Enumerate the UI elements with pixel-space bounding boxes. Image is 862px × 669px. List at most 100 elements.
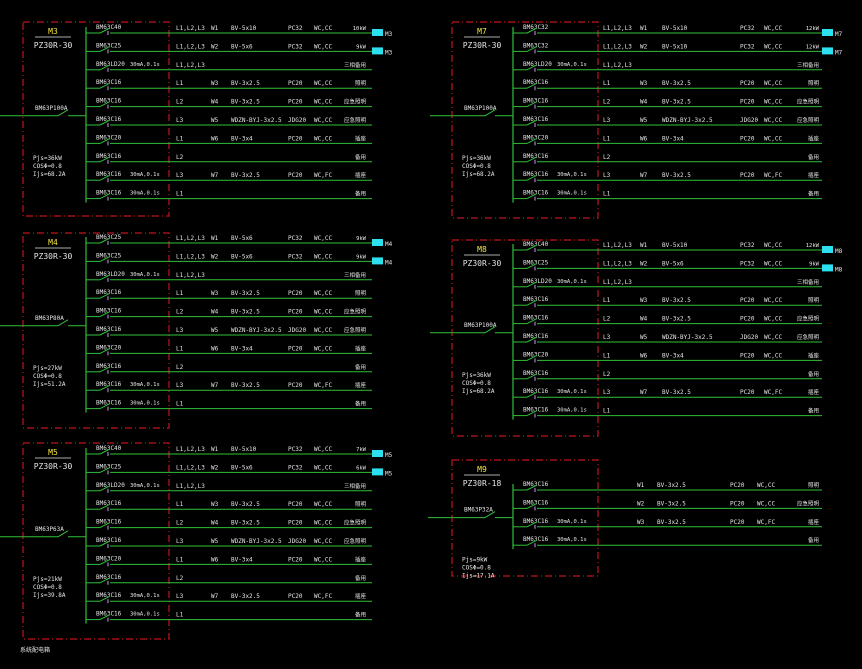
laying-label: WC,CC: [314, 501, 332, 508]
phase-label: L2: [176, 364, 184, 371]
breaker-switch: [99, 174, 111, 181]
phase-label: L1,L2,L3: [603, 279, 632, 286]
load-label: 插座: [808, 518, 820, 526]
calc-note: COSΦ=0.8: [33, 584, 62, 591]
laying-label: WC,CC: [764, 117, 782, 124]
breaker-label: BM63C16: [523, 333, 549, 340]
conduit-label: PC20: [288, 172, 303, 179]
cable-label: BV-3x4: [231, 345, 253, 352]
phase-label: L1: [176, 401, 184, 408]
load-label: 照明: [355, 290, 367, 297]
laying-label: WC,CC: [314, 309, 332, 316]
breaker-label: BM63C20: [96, 344, 122, 351]
main-switch: [484, 109, 496, 117]
laying-label: WC,CC: [764, 43, 782, 50]
rcd-label: 30mA,0.1s: [557, 62, 587, 68]
load-label: 三相备用: [344, 271, 366, 279]
wire-no-label: W2: [637, 500, 645, 507]
load-label: 应急照明: [797, 315, 820, 323]
load-label: 照明: [355, 501, 367, 508]
laying-label: WC,CC: [314, 99, 332, 106]
phase-label: L1,L2,L3: [603, 62, 632, 69]
breaker-label: BM63LD20: [523, 61, 552, 68]
cable-label: WDZN-BYJ-3x2.5: [231, 538, 282, 545]
panel-id: M4: [48, 238, 58, 247]
cable-label: BV-3x4: [662, 352, 684, 359]
breaker-label: BM63C25: [96, 234, 122, 241]
load-label: 应急照明: [344, 519, 367, 527]
wire-no-label: W4: [211, 520, 219, 527]
wire-no-label: W1: [211, 25, 219, 32]
load-label: 应急照明: [797, 499, 820, 507]
breaker-label: BM63C16: [96, 537, 122, 544]
rcd-label: 30mA,0.1s: [557, 172, 587, 178]
laying-label: WC,CC: [764, 242, 782, 249]
breaker-label: BM63C16: [523, 79, 549, 86]
calc-note: COSΦ=0.8: [462, 380, 491, 387]
breaker-switch: [99, 237, 111, 244]
breaker-switch: [99, 101, 111, 108]
breaker-label: BM63C40: [523, 241, 549, 248]
destination-tag: [372, 47, 383, 55]
conduit-label: PC20: [288, 556, 303, 563]
panel-m8: M8PZ30R-30BM63P100APjs=36kWCOSΦ=0.8Ijs=6…: [430, 239, 843, 437]
breaker-label: BM63C40: [96, 445, 122, 452]
cable-label: BV-5x10: [662, 25, 688, 32]
phase-label: L1,L2,L3: [176, 483, 205, 490]
breaker-switch: [526, 244, 538, 251]
load-label: 照明: [808, 80, 820, 87]
cable-label: BV-3x2.5: [662, 99, 691, 106]
breaker-label: BM63C16: [96, 363, 122, 370]
cable-label: BV-3x2.5: [231, 99, 260, 106]
breaker-switch: [526, 539, 538, 546]
conduit-label: PC32: [740, 43, 755, 50]
conduit-label: PC20: [740, 135, 755, 142]
breaker-label: BM63LD20: [96, 482, 125, 489]
cable-label: BV-3x2.5: [231, 80, 260, 87]
phase-label: L3: [176, 117, 184, 124]
breaker-switch: [99, 448, 111, 455]
laying-label: WC,CC: [764, 316, 782, 323]
breaker-label: BM63C16: [523, 370, 549, 377]
load-label: 三相备用: [797, 61, 819, 69]
cable-label: BV-3x2.5: [231, 309, 260, 316]
breaker-label: BM63C16: [523, 296, 549, 303]
calc-note: Ijs=51.2A: [33, 381, 66, 388]
breaker-switch: [526, 354, 538, 361]
phase-label: L3: [176, 538, 184, 545]
footer-note: 系统配电箱: [20, 646, 50, 654]
load-label: 插座: [355, 381, 367, 389]
conduit-label: PC20: [288, 135, 303, 142]
phase-label: L1: [603, 80, 611, 87]
wire-no-label: W6: [640, 352, 648, 359]
wire-no-label: W6: [211, 345, 219, 352]
phase-label: L2: [176, 575, 184, 582]
wire-no-label: W4: [640, 316, 648, 323]
cable-label: BV-3x2.5: [662, 316, 691, 323]
load-label: 插座: [808, 388, 820, 396]
panel-frame: [22, 21, 170, 217]
laying-label: WC,CC: [764, 80, 782, 87]
laying-label: WC,CC: [757, 482, 775, 489]
breaker-label: BM63C16: [523, 315, 549, 322]
cable-label: BV-3x2.5: [231, 593, 260, 600]
phase-label: L1: [603, 135, 611, 142]
breaker-switch: [526, 318, 538, 325]
conduit-label: PC20: [288, 501, 303, 508]
breaker-switch: [99, 64, 111, 71]
load-label: 应急照明: [344, 308, 367, 316]
laying-label: WC,CC: [764, 352, 782, 359]
